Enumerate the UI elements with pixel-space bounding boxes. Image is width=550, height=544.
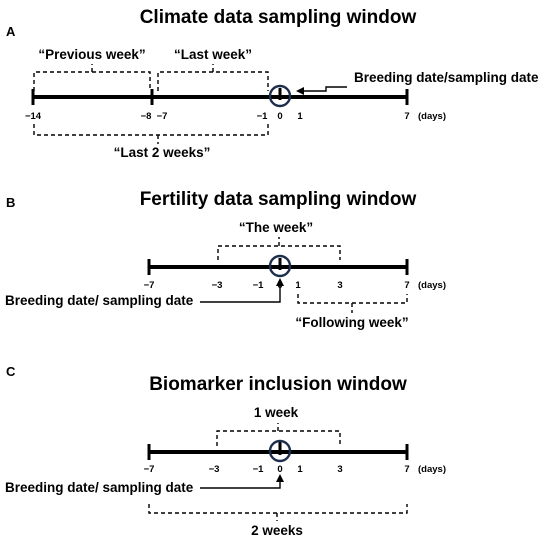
window-label: “The week” [239,220,313,235]
arrow-head-icon [276,474,284,482]
marker-pointer-line [302,86,347,92]
tick-label: −1 [253,464,265,475]
tick-label: −3 [209,464,220,475]
window-label: “Last 2 weeks” [114,145,211,160]
date-marker-circle [268,84,292,108]
unit-label: (days) [418,280,446,291]
tick-label: −7 [144,464,155,475]
window-bracket-following-week [297,294,408,304]
window-label: 2 weeks [251,523,303,538]
window-bracket-the-week [217,245,341,260]
tick-label: 3 [337,464,342,475]
date-marker-circle [268,439,292,463]
tick-label: −3 [212,280,223,291]
panel-b: B Fertility data sampling window −7 −3 −… [5,189,446,330]
arrow-head-icon [276,278,284,286]
tick-label: 1 [297,111,303,122]
tick-label: −7 [144,280,155,291]
window-bracket-1-week [216,430,341,446]
panel-title: Fertility data sampling window [140,189,417,210]
panel-c: C Biomarker inclusion window −7 −3 −1 0 … [5,364,446,538]
tick-label: 7 [404,280,409,291]
tick-label: 7 [404,111,409,122]
tick-label: −7 [157,111,168,122]
panel-title: Climate data sampling window [140,7,417,28]
unit-label: (days) [418,464,446,475]
tick-label: −1 [257,111,269,122]
window-bracket-last-2-weeks [33,124,269,136]
panel-title: Biomarker inclusion window [149,374,407,395]
window-label: 1 week [254,405,299,420]
panel-letter: C [6,364,16,379]
marker-label: Breeding date/ sampling date [5,293,194,308]
marker-label: Breeding date/sampling date [354,70,539,85]
marker-label: Breeding date/ sampling date [5,480,194,495]
panel-letter: A [6,24,16,39]
window-label: “Following week” [295,315,408,330]
window-label: “Previous week” [38,47,145,62]
panel-letter: B [6,195,15,210]
tick-label: −8 [141,111,152,122]
tick-label: 1 [295,280,301,291]
tick-label: 1 [297,464,303,475]
marker-pointer-line [200,284,281,303]
tick-label: 0 [277,111,282,122]
window-bracket-2-weeks [148,504,408,514]
tick-label: 0 [277,464,282,475]
panel-a: A Climate data sampling window −14 −8 −7… [6,7,539,160]
window-bracket-previous-week [33,71,151,91]
arrow-head-icon [296,87,304,95]
tick-label: 3 [337,280,342,291]
tick-label: −1 [253,280,265,291]
tick-label: −14 [25,111,42,122]
unit-label: (days) [418,111,446,122]
date-marker-circle [268,254,292,278]
tick-label: 7 [404,464,409,475]
marker-pointer-line [200,480,281,489]
window-bracket-last-week [157,71,269,91]
window-label: “Last week” [174,47,252,62]
